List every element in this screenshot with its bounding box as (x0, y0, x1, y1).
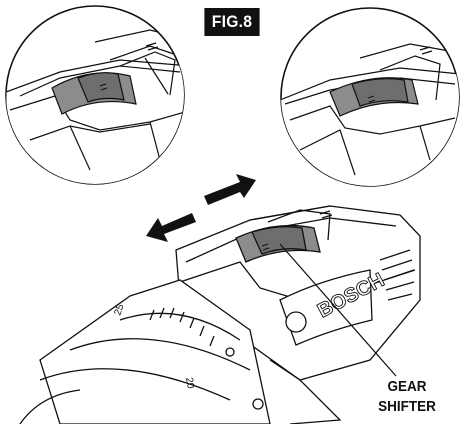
direction-arrows (146, 174, 256, 242)
callout-label-gear: GEAR (387, 378, 427, 395)
dial-number-25: 25 (112, 302, 126, 317)
right-detail-view (280, 7, 460, 187)
callout-leader-line (279, 243, 397, 377)
drill-body (19, 205, 421, 424)
dial-number-20: 20 (183, 377, 196, 390)
arrow-backward-icon (146, 213, 196, 242)
left-detail-view (5, 5, 185, 185)
arrow-forward-icon (204, 174, 256, 205)
figure-label: FIG.8 (204, 8, 260, 36)
callout-label-shifter: SHIFTER (378, 398, 436, 415)
